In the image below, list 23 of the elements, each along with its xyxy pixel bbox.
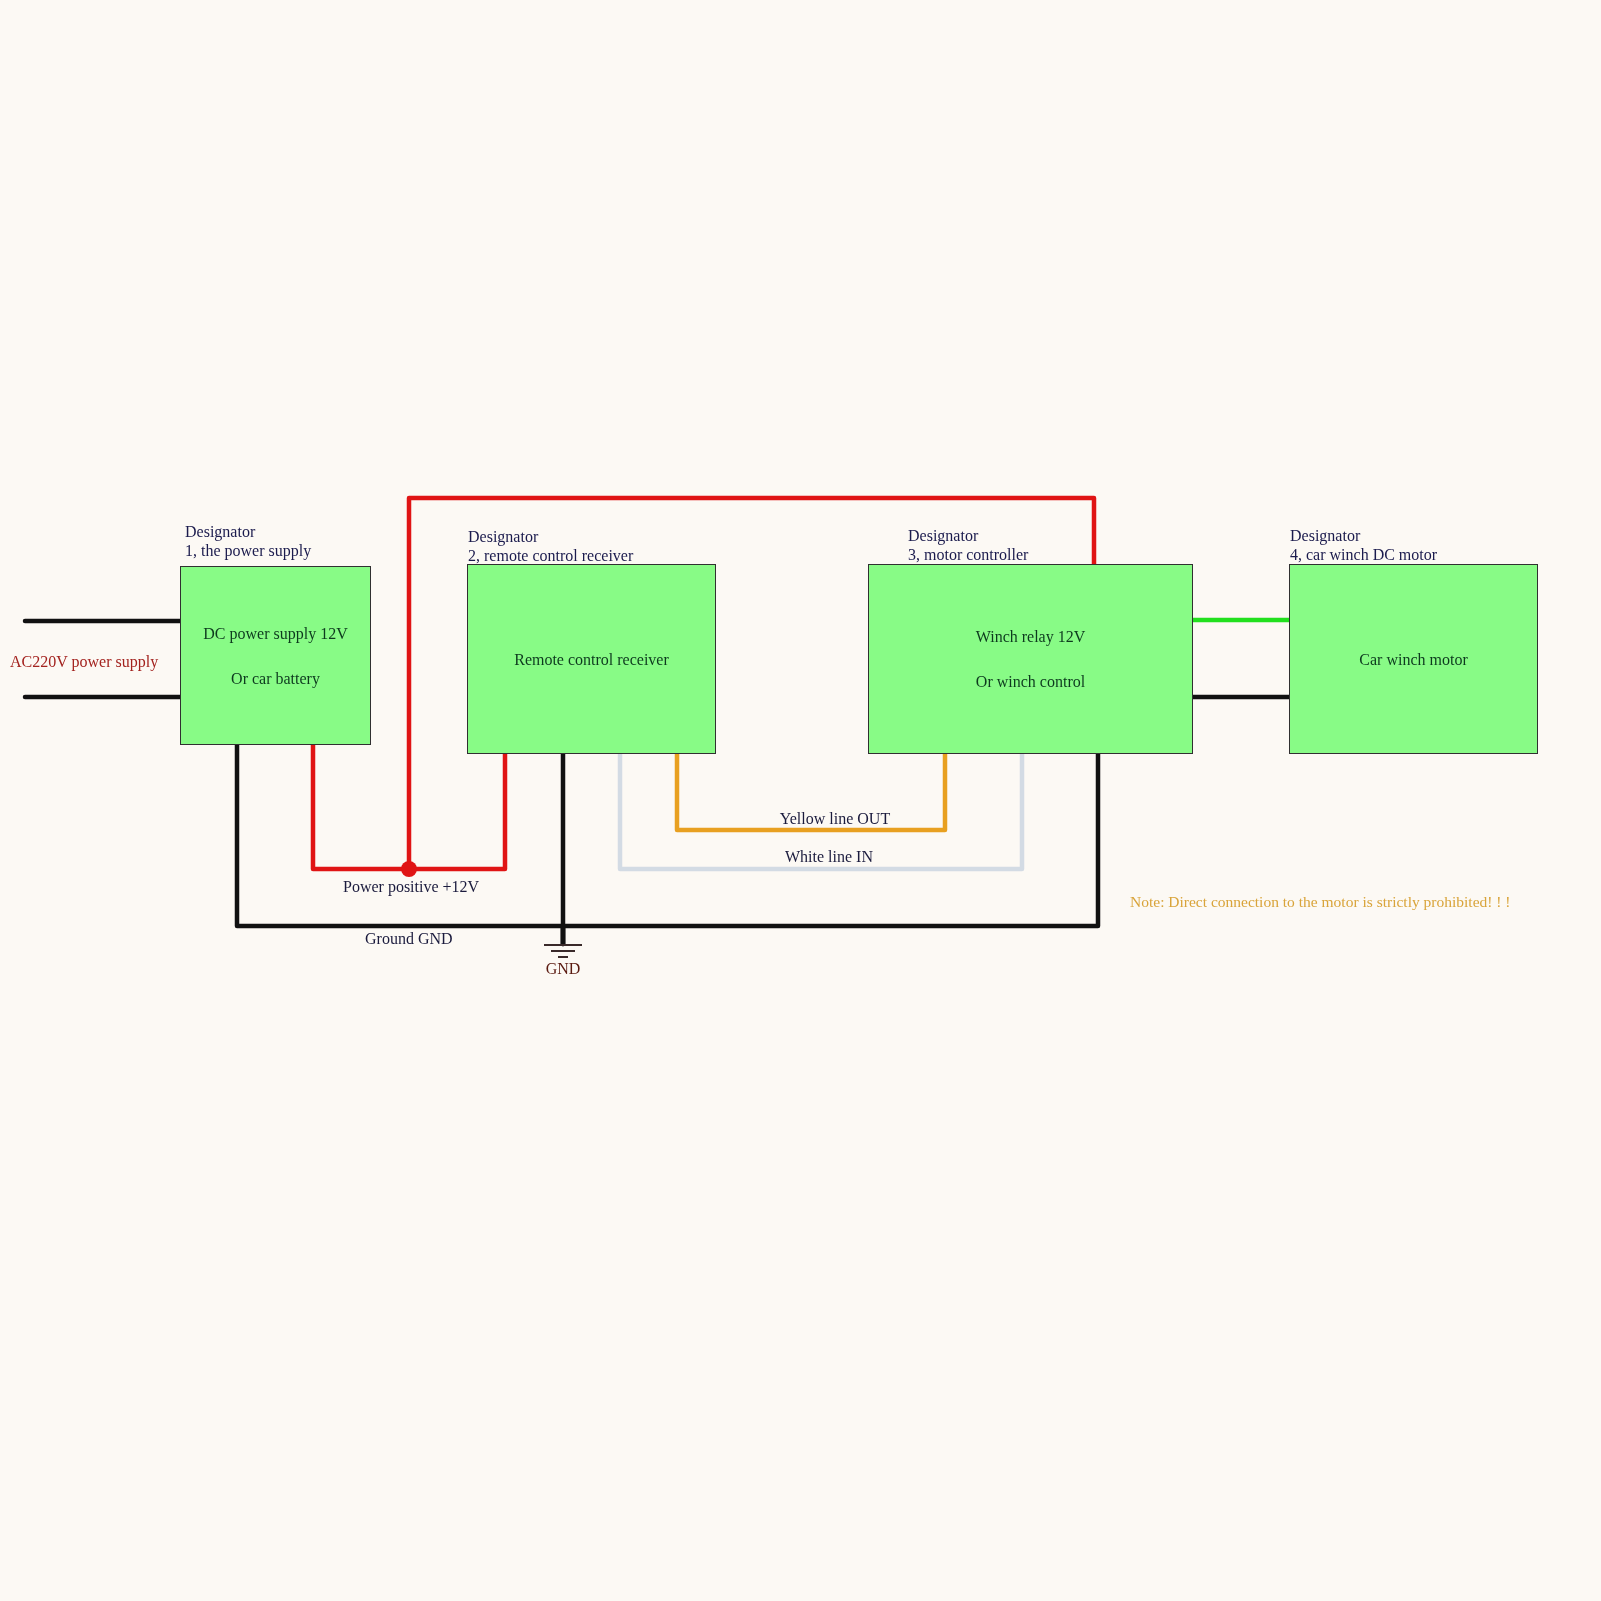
component-label: Remote control receiver <box>514 649 669 669</box>
designator-label: Designator <box>185 522 256 541</box>
junction-dot <box>401 861 417 877</box>
wire-note: Power positive +12V <box>343 877 480 896</box>
input-label: AC220V power supply <box>10 652 159 671</box>
designator-label: Designator <box>468 527 539 546</box>
component-label: Or car battery <box>231 668 320 688</box>
ground-label: GND <box>545 960 581 978</box>
warning-note: Note: Direct connection to the motor is strictly prohibited! ! ! <box>1130 892 1511 911</box>
wire-note: Ground GND <box>365 929 453 948</box>
component-label: Winch relay 12V <box>975 627 1086 646</box>
component-label: Or winch control <box>975 672 1086 691</box>
wire <box>406 495 1097 864</box>
designator-label: 2, remote control receiver <box>468 546 634 565</box>
designator-label: 4, car winch DC motor <box>1290 545 1438 564</box>
designator-label: 1, the power supply <box>185 541 312 560</box>
wire-label: Yellow line OUT <box>779 810 891 828</box>
component-label: Car winch motor <box>1359 649 1468 669</box>
wire-label: White line IN <box>785 848 873 866</box>
designator-label: Designator <box>1290 526 1361 545</box>
designator-label: 3, motor controller <box>908 545 1029 564</box>
designator-label: Designator <box>908 526 979 545</box>
component-label: DC power supply 12V <box>203 623 348 643</box>
